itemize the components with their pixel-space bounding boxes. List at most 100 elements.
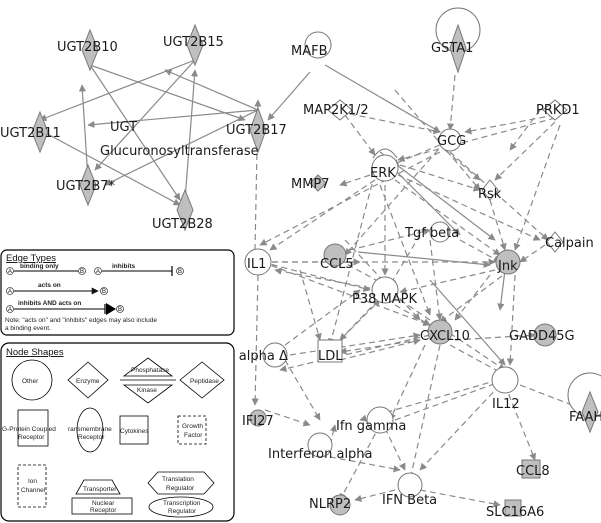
label-il1: IL1 [247,257,266,272]
node-tgfbeta[interactable] [429,221,451,243]
label-ugt2b11: UGT2B11 [0,126,61,141]
shape-label-translation-2: Regulator [166,485,195,492]
label-ugt-line2: Glucuronosyltransferase [100,144,259,159]
label-cxcl10: CXCL10 [420,329,470,344]
label-ifnbeta: IFN Beta [382,493,437,508]
node-ifnalpha[interactable] [262,342,288,368]
legend-note-line1: Note: "acts on" and "inhibits" edges may… [5,317,157,324]
label-ugt-line1: UGT [110,120,137,135]
label-ccl5: CCL5 [320,257,354,272]
shape-ion-channel [17,464,47,508]
label-ugt2b15: UGT2B15 [163,35,224,50]
node-gadd45g[interactable] [533,323,557,347]
legend-binding-only-label: binding only [20,263,59,270]
label-interferon-alpha: Interferon alpha [268,447,373,462]
shape-label-translation-1: Translation [162,476,194,483]
label-tgfbeta: Tgf beta [404,226,459,241]
node-il1[interactable] [244,248,272,276]
label-ifi27: IFI27 [242,414,274,429]
node-interferon-alpha[interactable] [307,432,333,458]
shape-label-transcription-1: Transcription [163,500,201,507]
legend-node-b: B [178,269,182,275]
node-ugt2b17[interactable] [249,106,267,154]
node-calpain[interactable] [546,231,564,253]
node-ifngamma[interactable] [366,406,394,434]
shape-label-gpcr-1: G-Protein Coupled [2,426,56,433]
label-nlrp2: NLRP2 [309,497,351,512]
label-map2k: MAP2K1/2 [303,103,369,118]
shape-enzyme [67,361,109,399]
node-ugt2b11[interactable] [31,110,49,154]
legend-node-b: B [102,289,106,295]
node-rsk[interactable] [481,179,499,201]
legend-node-a: A [8,269,12,275]
node-ifnbeta[interactable] [397,472,423,498]
node-ugt2b28[interactable] [176,188,194,232]
legend-node-a: A [96,269,100,275]
node-mafb[interactable] [304,31,332,59]
shape-peptidase [179,361,225,399]
legend-acts-on: A B acts on [6,282,108,295]
node-slc16a6[interactable] [504,499,522,517]
node-gcg[interactable] [438,128,462,152]
label-faah: FAAH [569,410,601,425]
shape-gpcr [17,409,49,447]
shape-label-phosphatase: Phosphatase [131,367,169,374]
shape-label-other: Other [22,378,39,385]
node-ccl8[interactable] [521,459,541,479]
node-ugt2b7[interactable] [79,163,97,207]
shape-label-tm-2: Receptor [78,434,105,441]
node-p38[interactable] [371,276,399,304]
legend-binding-only: A B binding only [6,263,86,275]
node-ccl5[interactable] [323,243,347,267]
legend-inhibits-label: inhibits [112,263,135,270]
label-ugt2b10: UGT2B10 [57,40,118,55]
node-prkd1[interactable] [542,99,568,121]
label-gcg: GCG [437,134,466,149]
shape-label-growth-1: Growth [182,423,203,430]
label-ifnalpha: Ifn alpha Δ [218,349,288,364]
shape-kinase [122,384,174,404]
node-shapes-legend: Node Shapes [0,342,235,522]
shape-transmembrane [76,407,104,453]
node-nlrp2[interactable] [329,494,351,516]
label-jnk: Jnk [497,259,518,274]
shape-legend-title: Node Shapes [6,347,64,358]
shape-other [11,359,53,401]
shape-label-enzyme: Enzyme [76,378,100,385]
node-cxcl10[interactable] [427,319,453,345]
node-erk[interactable] [371,148,399,182]
node-il12[interactable] [491,366,519,394]
node-map2k[interactable] [327,99,353,121]
node-faah[interactable] [567,372,601,434]
legend-node-b: B [80,269,84,275]
node-gsta1[interactable] [435,7,481,74]
nodes-layer [31,7,601,517]
label-ifngamma: Ifn gamma [336,419,406,434]
label-ugt2b7: UGT2B7* [56,179,116,194]
shape-label-ion-2: Channel [21,487,46,494]
shape-label-nuclear-2: Receptor [90,507,117,514]
legend-inhibits-acts-label: inhibits AND acts on [18,300,81,307]
label-rsk: Rsk [478,187,502,202]
node-ifi27[interactable] [249,409,267,427]
shape-cytokines [119,415,149,445]
legend-note-line2: a binding event. [5,325,51,332]
node-mmp7[interactable] [309,174,327,192]
shape-label-growth-2: Factor [184,432,203,439]
node-ldl[interactable] [317,339,343,363]
label-gsta1: GSTA1 [431,41,473,56]
node-ugt2b15[interactable] [186,23,204,67]
edges-layer [39,59,586,508]
node-jnk[interactable] [495,249,521,275]
shape-label-transporter: Transporter [83,486,117,493]
label-calpain: Calpain [545,236,594,251]
node-ugt2b10[interactable] [81,28,99,72]
legend-node-b: B [118,307,122,313]
label-mafb: MAFB [291,44,328,59]
label-prkd1: PRKD1 [536,103,580,118]
legend-acts-on-label: acts on [38,282,61,289]
label-ccl8: CCL8 [516,464,550,479]
label-ugt2b17: UGT2B17 [226,123,287,138]
shape-translation-regulator [147,471,215,495]
